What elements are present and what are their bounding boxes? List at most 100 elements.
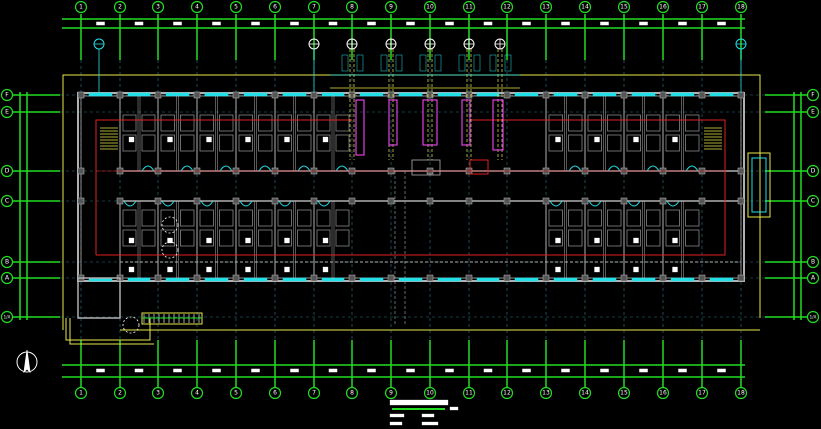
grid-bubble [307,0,321,14]
structural-column [232,197,240,205]
window [165,92,190,97]
bed [277,229,292,247]
grid-bubble [229,386,243,400]
bed [199,209,214,227]
grid-label-row: A [5,275,10,282]
room-label [167,136,173,143]
window [204,92,229,97]
structural-column [426,91,434,99]
dimension-text [522,21,531,26]
room-label [128,266,135,273]
grid-bubble [0,271,14,285]
structural-column [232,91,240,99]
grid-bubble [345,386,359,400]
grid-label-row: E [5,109,9,116]
door-swing [666,200,680,207]
door-swing [607,165,621,172]
bed [568,134,583,152]
room-label [206,136,212,143]
drawing-title-mark [389,399,449,406]
riser-label [341,54,349,72]
bed [180,114,195,132]
structural-column [154,197,162,205]
bed [297,209,312,227]
window [514,277,539,282]
window [282,277,307,282]
bed [258,114,273,132]
grid-bubble [0,105,14,119]
bed [258,134,273,152]
bed [335,134,350,152]
window [592,92,617,97]
bed [160,209,175,227]
door-swing [685,165,699,172]
grid-label-col: 5 [234,390,238,397]
grid-bubble [806,271,820,285]
room-label [594,237,600,244]
grid-label-col: 3 [156,390,160,397]
grid-bubble [74,0,88,14]
grid-label-col: 11 [465,390,473,397]
grid-bubble [806,310,820,324]
grid-bubble [307,386,321,400]
riser-label [458,54,466,72]
riser-pipes [93,38,747,325]
partition-wall [137,200,141,279]
structural-column [737,274,745,282]
structural-column [542,91,550,99]
dimension-text [561,368,570,373]
grid-bubble [151,0,165,14]
dimension-text [406,21,415,26]
structural-column [698,91,706,99]
dimension-text [251,21,260,26]
dimension-text [328,368,338,373]
structural-column [620,197,628,205]
dimension-text [600,368,609,373]
bed [685,134,700,152]
shaft-box [469,159,489,175]
bed [180,229,195,247]
bed [607,114,622,132]
window [514,92,539,97]
bed [238,134,253,152]
structural-column [620,274,628,282]
structural-column [659,274,667,282]
room-label [555,237,561,244]
grid-label-col: 4 [195,4,199,11]
bed [180,209,195,227]
grid-label-col: 6 [273,390,277,397]
structural-column [659,197,667,205]
bed [316,229,331,247]
structural-column [232,274,240,282]
structural-column [620,91,628,99]
partition-wall [564,95,567,172]
partition-wall [642,200,645,279]
room-label [128,237,135,244]
bed [607,229,622,247]
door-swing [568,165,582,172]
structural-column [348,91,356,99]
grid-bubble [806,255,820,269]
window [476,92,500,97]
bed [587,114,602,132]
structural-column [348,197,356,205]
grid-label-col: 3 [156,4,160,11]
bed [646,114,661,132]
grid-bubble [656,0,670,14]
partition-wall [254,95,257,172]
bed [665,114,680,132]
structural-column [271,91,279,99]
window [243,277,268,282]
grid-label-col: 2 [118,390,122,397]
structural-column [387,197,395,205]
dimension-text [600,21,609,26]
grid-bubble [229,0,243,14]
bed [548,209,563,227]
structural-column [698,274,706,282]
annotations [16,349,459,426]
room-label [322,237,329,244]
bed [665,229,680,247]
dimension-text [290,368,299,373]
partition-wall [137,95,141,172]
window [165,277,190,282]
